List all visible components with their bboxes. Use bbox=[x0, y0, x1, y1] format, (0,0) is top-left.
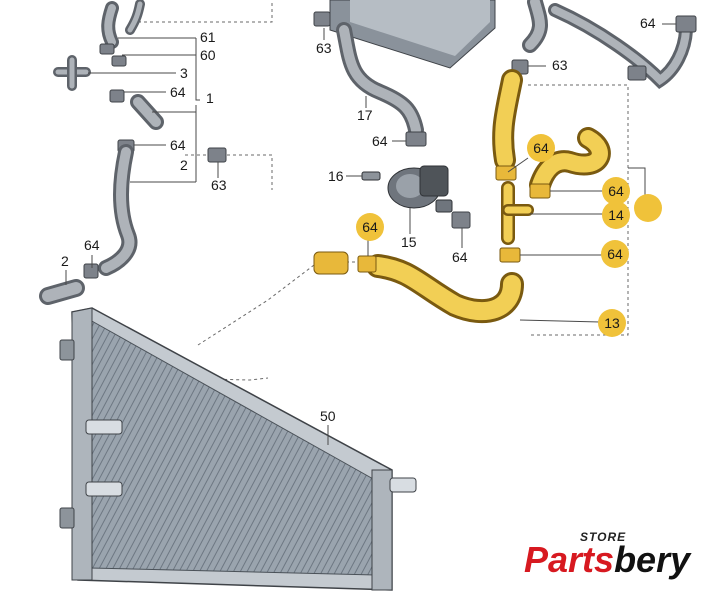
hose-clamp bbox=[675, 15, 697, 33]
highlight-label-64: 64 bbox=[362, 219, 378, 235]
part-label-2: 2 bbox=[180, 157, 188, 173]
part-label-1: 1 bbox=[206, 90, 214, 106]
highlight-badge bbox=[356, 213, 384, 241]
hose-clamp bbox=[99, 43, 115, 55]
highlight-badge bbox=[602, 177, 630, 205]
highlighted-labels: 64 64 14 64 64 13 bbox=[356, 134, 662, 337]
part-label-64: 64 bbox=[170, 84, 186, 100]
hose-clamp bbox=[627, 65, 647, 81]
hose-clamp bbox=[357, 255, 377, 273]
upper-middle-parts bbox=[313, 0, 496, 229]
logo-wordmark-black: bery bbox=[614, 539, 691, 580]
highlight-label-13: 13 bbox=[604, 315, 620, 331]
upper-left-hose-group bbox=[39, 0, 227, 305]
hose-clamp bbox=[313, 11, 331, 27]
logo-wordmark-red: Parts bbox=[524, 539, 615, 580]
part-label-60: 60 bbox=[200, 47, 216, 63]
part-label-64: 64 bbox=[170, 137, 186, 153]
part-label-64: 64 bbox=[372, 133, 388, 149]
highlight-label-64: 64 bbox=[607, 246, 623, 262]
highlight-label-64: 64 bbox=[608, 183, 624, 199]
hose-clamp bbox=[499, 247, 521, 263]
part-label-3: 3 bbox=[180, 65, 188, 81]
highlight-badge bbox=[527, 134, 555, 162]
hose-clamp bbox=[207, 147, 227, 163]
hose-clamp bbox=[405, 131, 427, 147]
radiator bbox=[59, 307, 417, 591]
hose-clamp bbox=[111, 55, 127, 67]
part-label-50: 50 bbox=[320, 408, 336, 424]
highlighted-hose-group bbox=[313, 69, 611, 324]
hose-clamp bbox=[83, 263, 99, 279]
highlight-badge bbox=[598, 309, 626, 337]
part-label-17: 17 bbox=[357, 107, 373, 123]
hose-clamp bbox=[109, 89, 125, 103]
left-frame-lower bbox=[185, 154, 273, 190]
part-label-64: 64 bbox=[452, 249, 468, 265]
part-label-16: 16 bbox=[328, 168, 344, 184]
logo-wordmark: Partsbery bbox=[524, 540, 690, 580]
upper-right-pipe bbox=[511, 0, 697, 90]
part-label-63: 63 bbox=[316, 40, 332, 56]
part-label-64: 64 bbox=[640, 15, 656, 31]
part-label-63: 63 bbox=[211, 177, 227, 193]
part-label-2: 2 bbox=[61, 253, 69, 269]
left-frame bbox=[139, 2, 273, 23]
part-label-61: 61 bbox=[200, 29, 216, 45]
highlight-label-64: 64 bbox=[533, 140, 549, 156]
logo-store-text: STORE bbox=[580, 530, 627, 544]
leader-lines bbox=[65, 23, 676, 445]
part-label-15: 15 bbox=[401, 234, 417, 250]
highlight-label-14: 14 bbox=[608, 207, 624, 223]
highlight-badge bbox=[634, 194, 662, 222]
partsbery-logo: STORE Partsbery bbox=[524, 530, 696, 586]
hose-clamp bbox=[529, 183, 551, 199]
part-label-63: 63 bbox=[552, 57, 568, 73]
hose-clamp bbox=[451, 211, 471, 229]
highlight-badge bbox=[601, 240, 629, 268]
part-label-64: 64 bbox=[84, 237, 100, 253]
hose-connector bbox=[313, 251, 349, 275]
highlight-badge bbox=[602, 201, 630, 229]
